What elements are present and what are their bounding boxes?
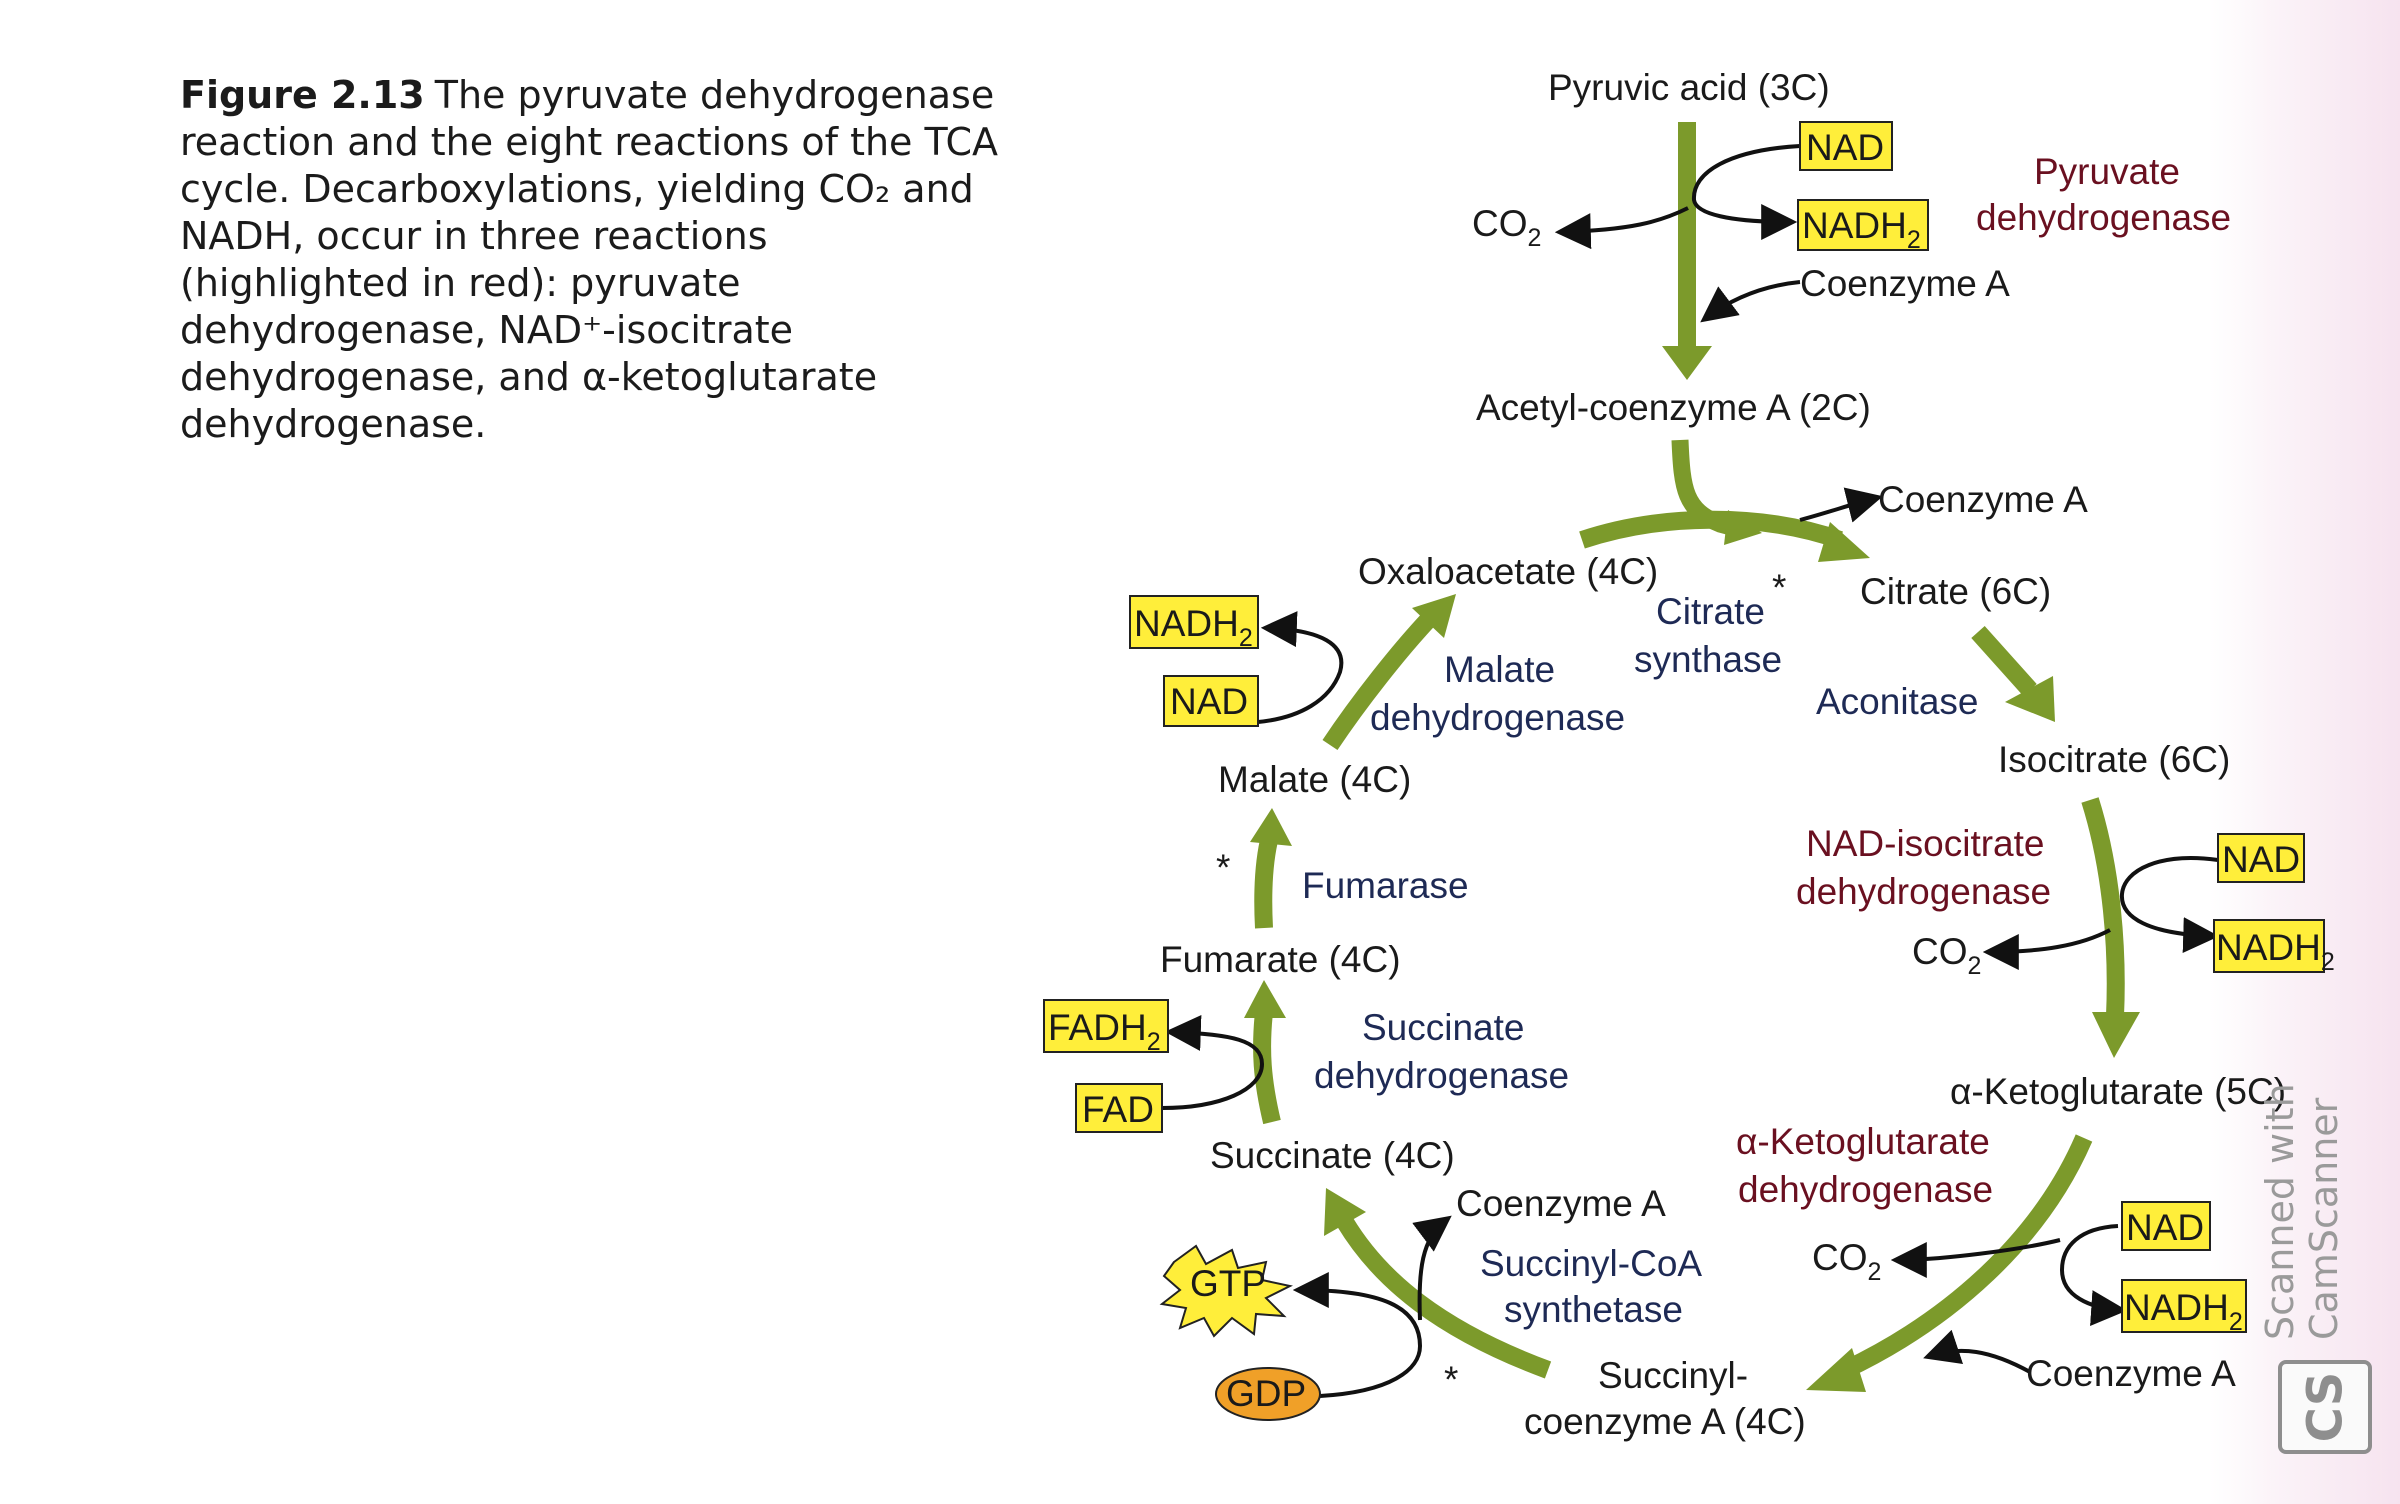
box-fad-succinate-dh: FAD (1075, 1083, 1163, 1133)
scanner-logo-icon: CS (2278, 1360, 2372, 1454)
svg-text:NADH2: NADH2 (1134, 603, 1253, 652)
label-succinyl-coa-line2: coenzyme A (4C) (1524, 1401, 1806, 1442)
label-co2-pdh: CO2 (1472, 203, 1541, 252)
enzyme-succinate-dh-line1: Succinate (1362, 1007, 1525, 1048)
box-nad-malate-dh: NAD (1163, 675, 1259, 727)
side-products: Coenzyme A Coenzyme A Coenzyme A Coenzym… (1456, 203, 2236, 1394)
svg-text:NADH2: NADH2 (1802, 205, 1921, 254)
enzyme-citrate-synthase-line2: synthase (1634, 639, 1782, 680)
cofactor-arrows (1161, 144, 2220, 1398)
label-coenzyme-a-succinyl-coa-synthetase: Coenzyme A (1456, 1183, 1666, 1224)
arrow-malate-to-oxaloacetate (1322, 594, 1456, 750)
box-nad-pdh: NAD (1799, 121, 1893, 171)
arrow-citrate-to-isocitrate (1971, 625, 2055, 722)
enzyme-pyruvate-dh-line1: Pyruvate (2034, 151, 2180, 192)
label-malate: Malate (4C) (1218, 759, 1411, 800)
arrow-isocitrate-to-akg (2081, 797, 2140, 1058)
svg-text:FADH2: FADH2 (1048, 1007, 1161, 1056)
label-isocitrate: Isocitrate (6C) (1998, 739, 2230, 780)
enzyme-malate-dh-line1: Malate (1444, 649, 1555, 690)
label-succinate: Succinate (4C) (1210, 1135, 1455, 1176)
svg-text:NAD: NAD (1170, 681, 1248, 722)
enzyme-nad-isocitrate-dh-line1: NAD-isocitrate (1806, 823, 2045, 864)
label-pyruvic-acid: Pyruvic acid (3C) (1548, 67, 1830, 108)
svg-text:FAD: FAD (1082, 1089, 1154, 1130)
arrow-succinate-to-fumarate (1244, 980, 1286, 1125)
box-nadh2-pdh: NADH2 (1797, 199, 1929, 254)
enzyme-akg-dh-line2: dehydrogenase (1738, 1169, 1993, 1210)
asterisk-citrate-synthase: * (1772, 567, 1786, 608)
enzyme-akg-dh-line1: α-Ketoglutarate (1736, 1121, 1990, 1162)
box-nadh2-isocitrate-dh: NADH2 (2213, 919, 2335, 976)
svg-text:NAD: NAD (2126, 1207, 2204, 1248)
svg-text:NAD: NAD (1806, 127, 1884, 168)
asterisk-fumarase: * (1216, 847, 1230, 888)
label-succinyl-coa-line1: Succinyl- (1598, 1355, 1748, 1396)
enzyme-aconitase: Aconitase (1816, 681, 1979, 722)
arrow-fumarate-to-malate (1250, 808, 1292, 929)
label-oxaloacetate: Oxaloacetate (4C) (1358, 551, 1658, 592)
enzyme-nad-isocitrate-dh-line2: dehydrogenase (1796, 871, 2051, 912)
green-arrows (1244, 122, 2140, 1392)
label-acetyl-coa: Acetyl-coenzyme A (2C) (1476, 387, 1871, 428)
metabolites: Pyruvic acid (3C) Acetyl-coenzyme A (2C)… (1160, 67, 2286, 1442)
enzyme-citrate-synthase-line1: Citrate (1656, 591, 1765, 632)
box-nadh2-malate-dh: NADH2 (1129, 595, 1259, 652)
box-nad-isocitrate-dh: NAD (2217, 833, 2305, 883)
label-citrate: Citrate (6C) (1860, 571, 2051, 612)
arrow-pyruvate-to-acetyl-coa (1662, 122, 1712, 380)
svg-text:GDP: GDP (1226, 1373, 1306, 1414)
caption-text: The pyruvate dehydrogenase reaction and … (180, 73, 999, 446)
box-nad-akg-dh: NAD (2121, 1201, 2211, 1251)
enzymes: Pyruvate dehydrogenase Citrate * synthas… (1216, 151, 2231, 1400)
svg-text:GTP: GTP (1190, 1263, 1266, 1304)
asterisk-succinyl-coa-synthetase: * (1444, 1359, 1458, 1400)
label-co2-isocitrate-dh: CO2 (1912, 931, 1981, 980)
label-co2-akg-dh: CO2 (1812, 1237, 1881, 1286)
enzyme-succinyl-coa-synthetase-line2: synthetase (1504, 1289, 1683, 1330)
gtp-starburst: GTP (1159, 1244, 1293, 1338)
label-coenzyme-a-pdh: Coenzyme A (1800, 263, 2010, 304)
svg-text:NAD: NAD (2222, 839, 2300, 880)
box-nadh2-akg-dh: NADH2 (2121, 1279, 2247, 1336)
label-fumarate: Fumarate (4C) (1160, 939, 1401, 980)
label-alpha-ketoglutarate: α-Ketoglutarate (5C) (1950, 1071, 2286, 1112)
enzyme-pyruvate-dh-line2: dehydrogenase (1976, 197, 2231, 238)
label-coenzyme-a-akg-dh: Coenzyme A (2026, 1353, 2236, 1394)
scanner-watermark-text: Scanned with CamScanner (2258, 1083, 2346, 1340)
label-coenzyme-a-citrate-synthase: Coenzyme A (1878, 479, 2088, 520)
cofactor-boxes: NAD NADH2 NADH2 NAD FADH2 FAD NAD (1043, 121, 2335, 1336)
enzyme-succinate-dh-line2: dehydrogenase (1314, 1055, 1569, 1096)
page-edge-tint (2210, 0, 2400, 1504)
figure-label: Figure 2.13 (180, 73, 425, 117)
enzyme-succinyl-coa-synthetase-line1: Succinyl-CoA (1480, 1243, 1702, 1284)
gdp-oval: GDP (1215, 1367, 1321, 1421)
enzyme-fumarase: Fumarase (1302, 865, 1469, 906)
arrow-akg-to-succinyl-coa (1806, 1134, 2093, 1392)
svg-text:NADH2: NADH2 (2216, 927, 2335, 976)
enzyme-malate-dh-line2: dehydrogenase (1370, 697, 1625, 738)
arrow-oxaloacetate-to-citrate (1579, 510, 1870, 562)
svg-text:NADH2: NADH2 (2124, 1287, 2243, 1336)
box-fadh2-succinate-dh: FADH2 (1043, 999, 1169, 1056)
